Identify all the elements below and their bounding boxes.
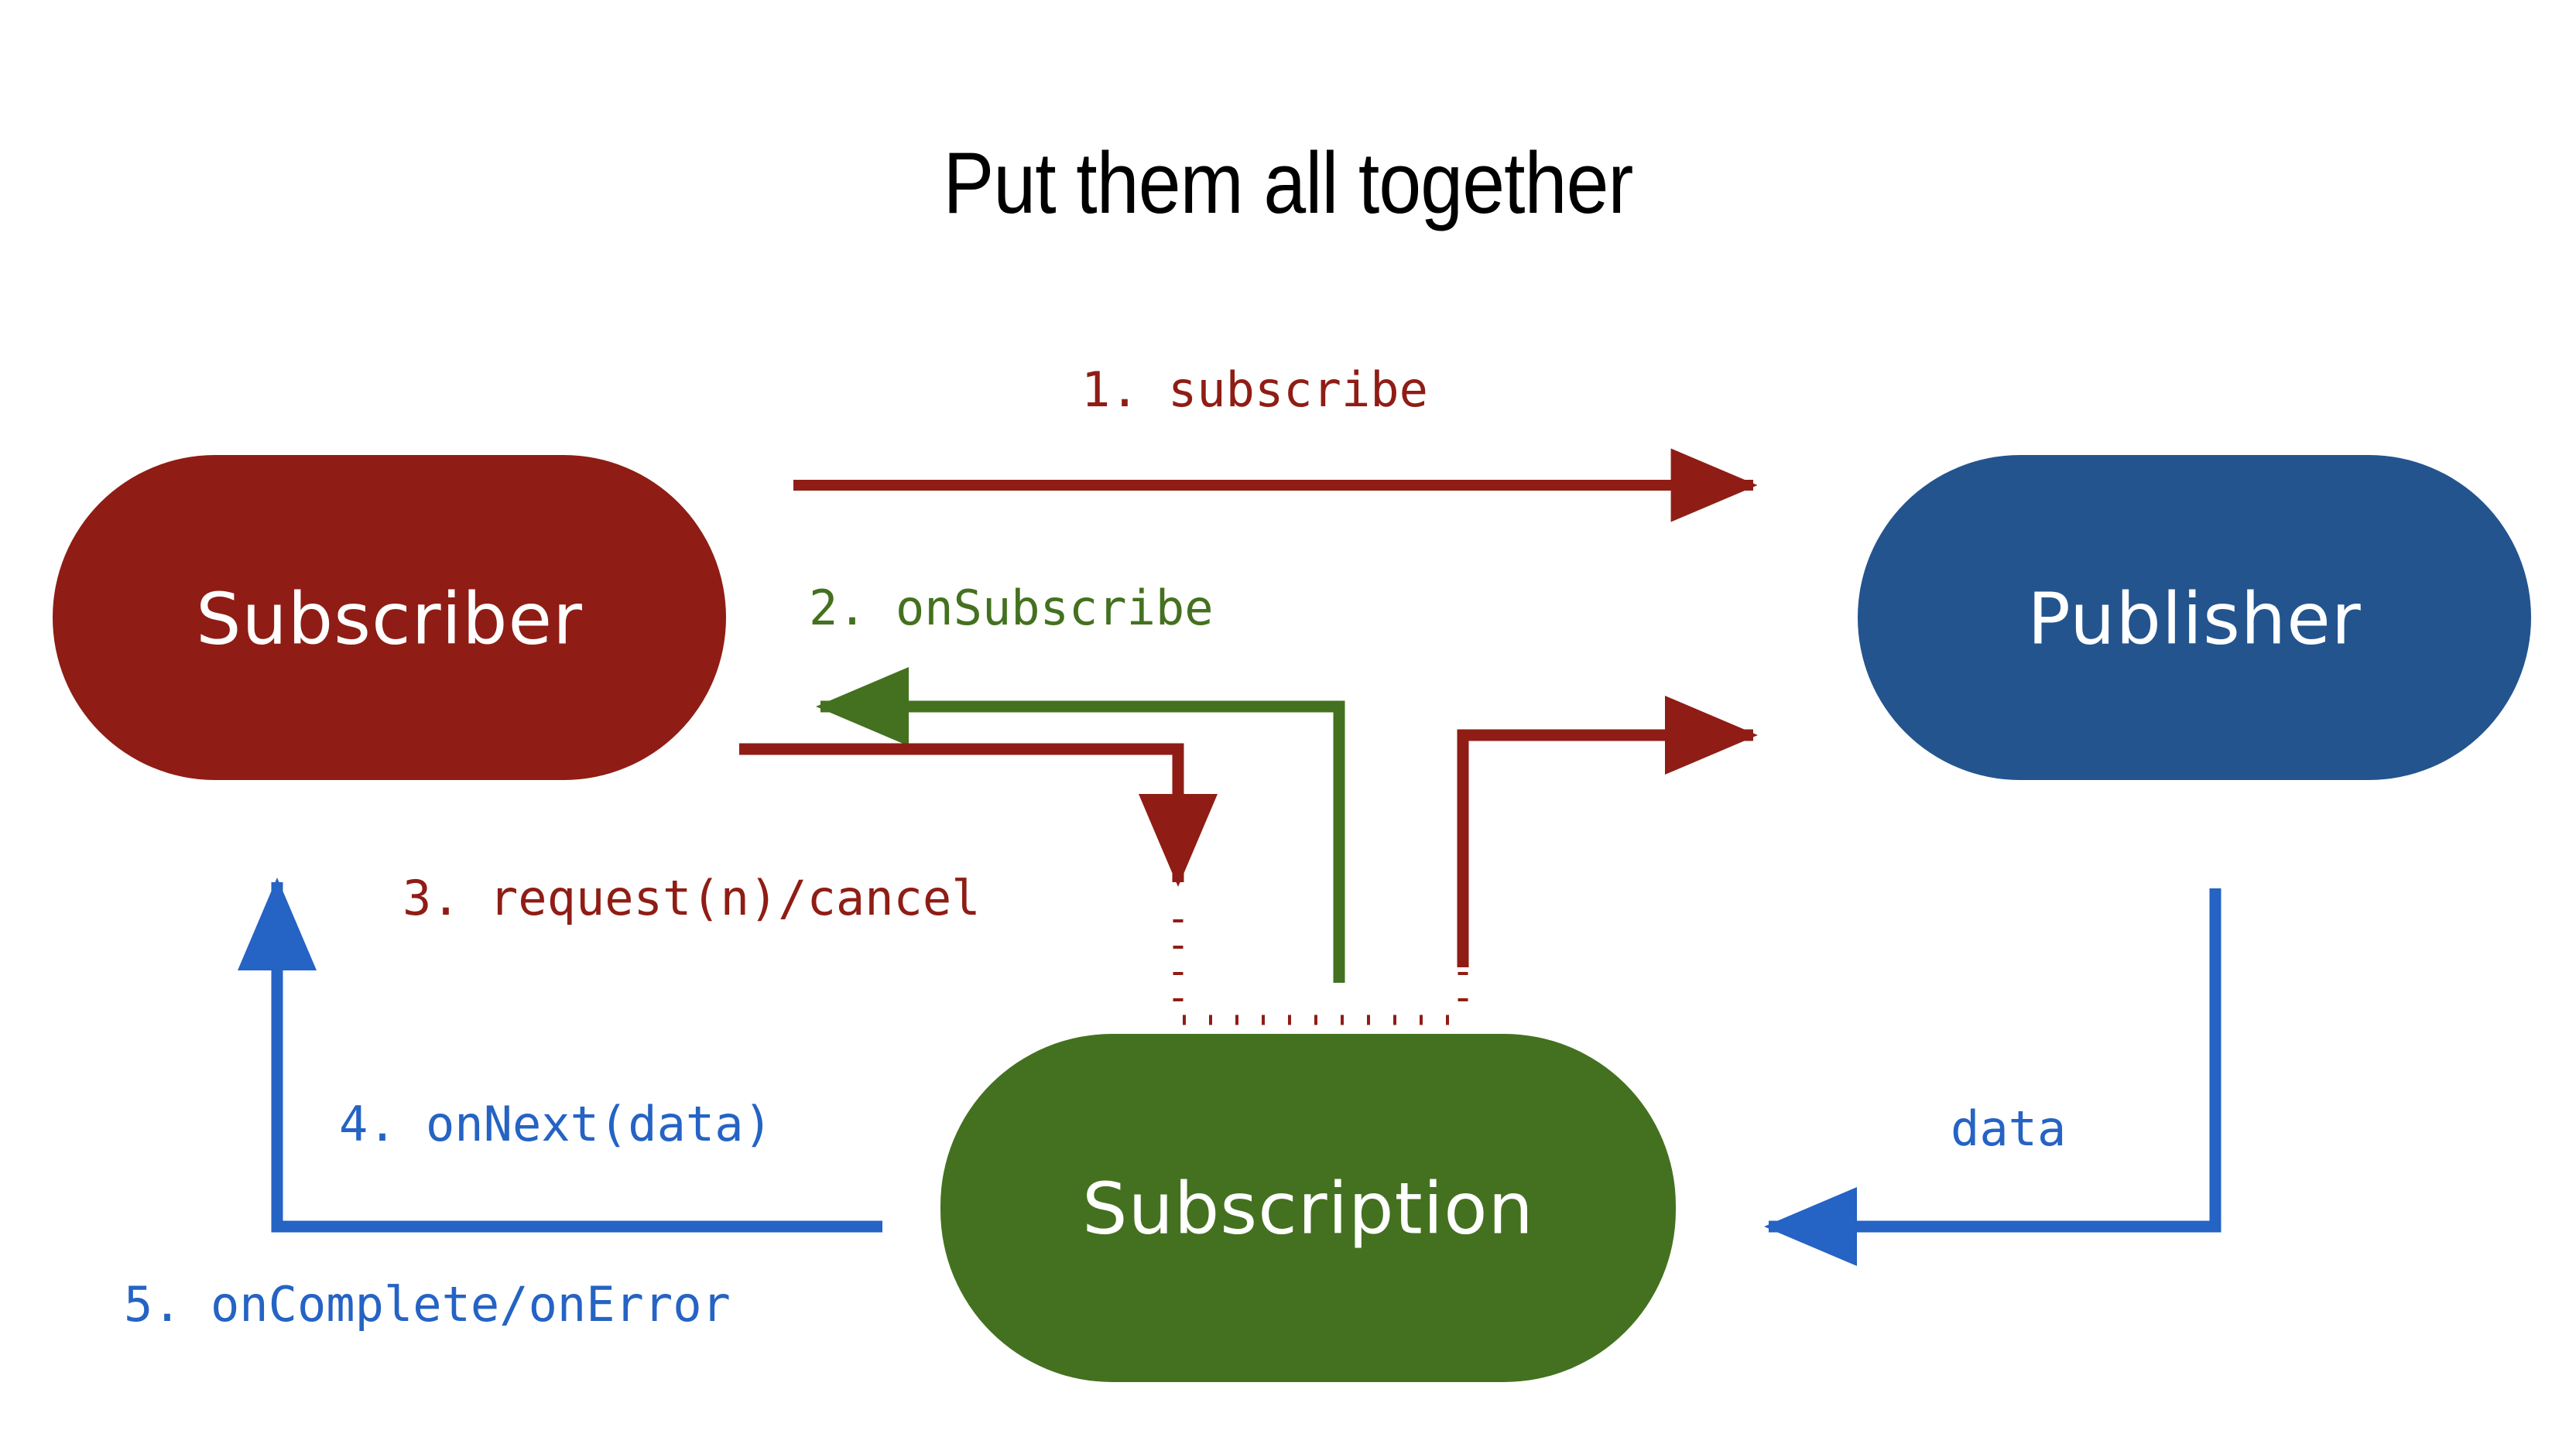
node-subscriber-label: Subscriber [196,577,583,660]
edge-subscribe: 1. subscribe [793,361,1758,522]
node-publisher-label: Publisher [2027,577,2361,660]
node-publisher-shape [1858,455,2531,780]
edge-onsubscribe-arrow [815,667,1345,983]
edge-request-dotted-connector [1173,919,1463,1025]
page-title: Put them all together [943,135,1634,231]
edge-onsubscribe-label: 2. onSubscribe [809,580,1214,636]
edge-onnext-arrow [237,877,882,1233]
edge-request-cancel-arrow [739,743,1218,888]
edge-oncomplete-onerror-label: 5. onComplete/onError [124,1276,731,1333]
edge-request-cancel-label: 3. request(n)/cancel [402,870,981,926]
node-subscription[interactable]: Subscription [940,1034,1676,1382]
node-subscriber[interactable]: Subscriber [53,455,726,780]
edge-request-cancel: 3. request(n)/cancel [402,743,1463,1025]
edge-onsubscribe: 2. onSubscribe [809,580,1345,983]
node-subscription-label: Subscription [1082,1167,1534,1250]
edge-onnext-label: 4. onNext(data) [339,1096,772,1152]
edge-data-label: data [1951,1100,2066,1157]
node-publisher[interactable]: Publisher [1858,455,2531,780]
edge-subscribe-label: 1. subscribe [1081,361,1428,418]
edge-subscription-to-publisher [1457,695,1759,1020]
node-subscriber-shape [53,455,726,780]
node-subscription-shape [940,1034,1676,1382]
edge-data: data [1763,888,2221,1267]
edge-data-arrow [1763,888,2221,1267]
edge-onnext: 4. onNext(data) 5. onComplete/onError [124,877,882,1333]
edge-subscription-to-publisher-arrow [1457,695,1759,967]
